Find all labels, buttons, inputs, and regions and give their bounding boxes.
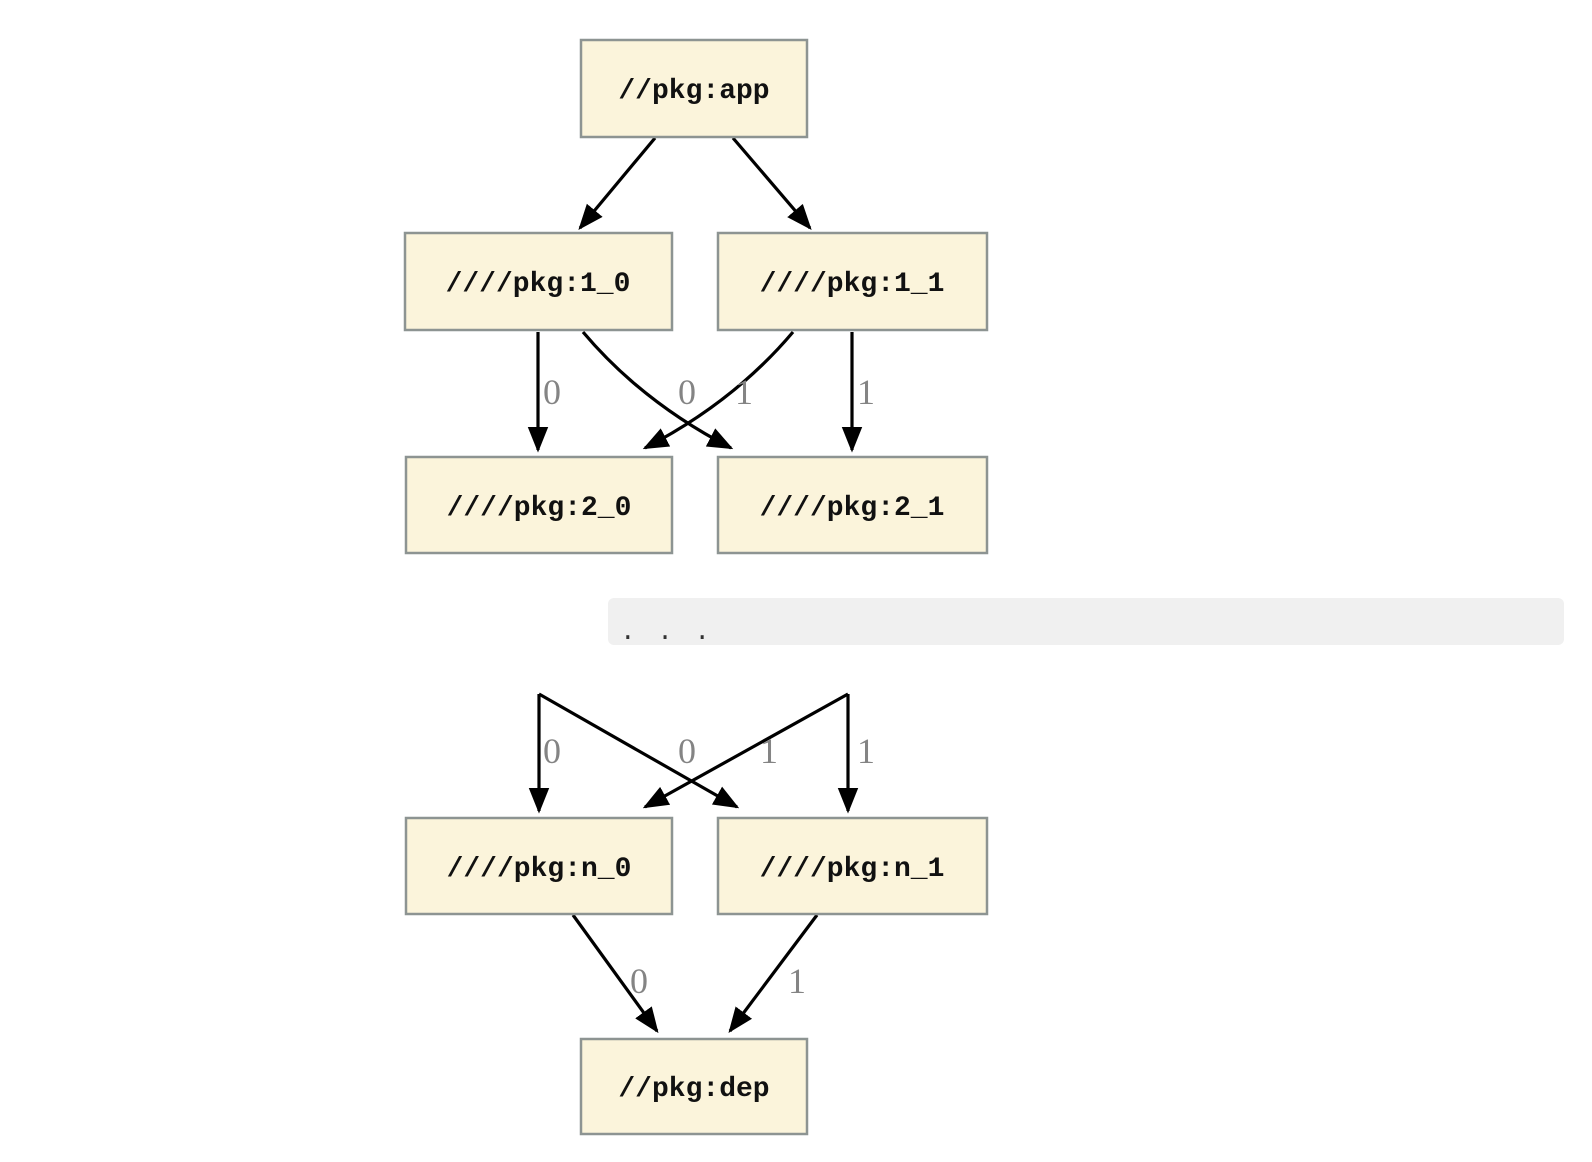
code-band-background: [608, 598, 1564, 645]
node-label: ////pkg:1_0: [446, 269, 631, 300]
node-pkg-2_0: ////pkg:2_0: [404, 455, 674, 555]
edge-label-top-cross-left: 0: [678, 372, 696, 412]
edge-1_0-to-2_1: [581, 330, 734, 450]
node-box: [716, 455, 989, 555]
node-box: [716, 231, 989, 332]
edge-label-top-cross-right: 1: [735, 372, 753, 412]
node-box: [404, 816, 674, 916]
node-box: [579, 38, 809, 139]
edge-label-bottom-cross-left: 0: [678, 731, 696, 771]
node-label: ////pkg:2_1: [760, 493, 945, 524]
graph-bottom: 0 0 1 1 0 1 ////pkg:n_0 ////pkg:n_1 //pk…: [404, 692, 989, 1136]
edge-app-to-1_0: [578, 136, 657, 230]
node-pkg-app: //pkg:app: [579, 38, 809, 139]
node-label: ////pkg:1_1: [760, 269, 945, 300]
node-box: [403, 231, 674, 332]
edge-label-top-v-left: 0: [543, 372, 561, 412]
node-box: [579, 1037, 809, 1136]
edge-label-bottom-v-right: 1: [857, 731, 875, 771]
edge-n_1-to-dep: [728, 914, 819, 1034]
edge-label-n_0-dep: 0: [630, 961, 648, 1001]
node-box: [716, 816, 989, 916]
node-label: ////pkg:2_0: [447, 493, 632, 524]
edge-label-n_1-dep: 1: [788, 961, 806, 1001]
edge-label-bottom-cross-right: 1: [760, 731, 778, 771]
node-label: //pkg:dep: [618, 1074, 769, 1105]
node-pkg-1_1: ////pkg:1_1: [716, 231, 989, 332]
edge-label-top-v-right: 1: [857, 372, 875, 412]
edge-app-to-1_1: [731, 136, 812, 230]
node-label: //pkg:app: [618, 76, 769, 107]
node-pkg-1_0: ////pkg:1_0: [403, 231, 674, 332]
ellipsis-code-band: . . .: [608, 598, 1564, 647]
graph-top: 0 0 1 1 //pkg:app ////pkg:1_0 ////pkg:1_…: [403, 38, 989, 555]
node-pkg-dep: //pkg:dep: [579, 1037, 809, 1136]
node-label: ////pkg:n_0: [447, 854, 632, 885]
edge-n_0-to-dep: [571, 914, 659, 1034]
edge-1_1-to-2_0: [642, 330, 795, 450]
node-box: [404, 455, 674, 555]
node-label: ////pkg:n_1: [760, 854, 945, 885]
node-pkg-n_1: ////pkg:n_1: [716, 816, 989, 916]
node-pkg-2_1: ////pkg:2_1: [716, 455, 989, 555]
edge-cont-to-n_1-cross: [538, 692, 740, 809]
node-pkg-n_0: ////pkg:n_0: [404, 816, 674, 916]
edge-label-bottom-v-left: 0: [543, 731, 561, 771]
ellipsis-text: . . .: [620, 617, 713, 647]
edge-cont-to-n_0-cross: [642, 692, 849, 809]
